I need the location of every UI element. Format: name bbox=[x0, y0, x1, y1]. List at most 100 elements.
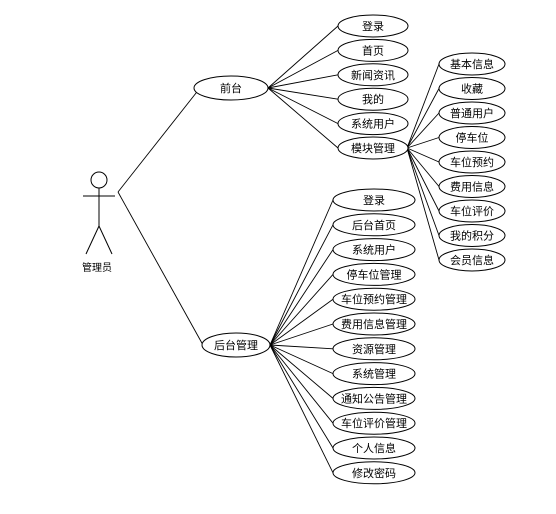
backend-item-node: 费用信息管理 bbox=[332, 312, 416, 336]
frontend-item-edge bbox=[267, 87, 339, 100]
module-item-node: 会员信息 bbox=[438, 248, 506, 272]
module-item-edge bbox=[406, 137, 440, 149]
backend-item-ellipse bbox=[332, 461, 416, 485]
backend-edges bbox=[269, 199, 334, 473]
backend-item-ellipse bbox=[332, 312, 416, 336]
backend-item-node: 登录 bbox=[332, 188, 416, 212]
module-item-label: 我的积分 bbox=[450, 229, 494, 243]
backend-item-edge bbox=[269, 323, 334, 346]
frontend-item-edge bbox=[267, 50, 339, 89]
module-item-node: 基本信息 bbox=[438, 52, 506, 76]
backend-item-ellipse bbox=[332, 262, 416, 286]
module-item-node: 费用信息 bbox=[438, 175, 506, 198]
frontend-item-node: 我的 bbox=[337, 87, 409, 111]
backend-item-ellipse bbox=[332, 213, 416, 237]
module-item-ellipse bbox=[438, 175, 506, 198]
backend-item-label: 个人信息 bbox=[352, 441, 396, 455]
module-item-ellipse bbox=[438, 199, 506, 223]
frontend-edges bbox=[267, 25, 339, 149]
frontend-item-ellipse bbox=[337, 38, 409, 62]
backend-item-label: 系统管理 bbox=[352, 367, 396, 381]
module-item-ellipse bbox=[438, 126, 506, 149]
frontend-item-label: 模块管理 bbox=[351, 141, 395, 155]
edge-actor-backend bbox=[117, 191, 204, 346]
module-item-edge bbox=[406, 88, 440, 149]
backend-item-ellipse bbox=[332, 436, 416, 460]
backend-label: 后台管理 bbox=[214, 338, 258, 352]
backend-item-node: 系统用户 bbox=[332, 238, 416, 262]
module-item-label: 基本信息 bbox=[450, 57, 494, 71]
actor-figure: 管理员 bbox=[82, 171, 115, 274]
backend-item-label: 车位评价管理 bbox=[341, 416, 407, 430]
backend-item-ellipse bbox=[332, 386, 416, 410]
backend-item-label: 系统用户 bbox=[352, 243, 396, 257]
module-item-node: 普通用户 bbox=[438, 101, 506, 125]
module-item-label: 会员信息 bbox=[450, 253, 494, 267]
frontend-item-node: 模块管理 bbox=[337, 136, 409, 160]
backend-item-ellipse bbox=[332, 188, 416, 212]
actor-edges bbox=[117, 87, 204, 346]
module-item-node: 车位评价 bbox=[438, 199, 506, 223]
frontend-item-ellipse bbox=[337, 14, 409, 38]
backend-item-node: 系统管理 bbox=[332, 362, 416, 386]
backend-item-label: 车位预约管理 bbox=[341, 292, 407, 306]
backend-item-edge bbox=[269, 344, 334, 375]
module-item-label: 车位预约 bbox=[450, 155, 494, 169]
backend-item-ellipse bbox=[332, 411, 416, 435]
module-item-node: 我的积分 bbox=[438, 224, 506, 247]
module-item-ellipse bbox=[438, 150, 506, 174]
module-item-edge bbox=[406, 147, 440, 236]
module-item-label: 费用信息 bbox=[450, 180, 494, 194]
module-item-ellipse bbox=[438, 52, 506, 76]
backend-item-label: 资源管理 bbox=[352, 342, 396, 356]
backend-item-label: 修改密码 bbox=[352, 466, 396, 480]
module-item-label: 车位评价 bbox=[450, 204, 494, 218]
backend-item-edge bbox=[269, 249, 334, 346]
module-item-node: 收藏 bbox=[438, 77, 506, 100]
frontend-item-label: 新闻资讯 bbox=[351, 68, 395, 82]
module-item-edge bbox=[406, 112, 440, 149]
backend-item-edge bbox=[269, 199, 334, 346]
module-item-label: 普通用户 bbox=[450, 106, 494, 120]
backend-item-node: 车位预约管理 bbox=[332, 287, 416, 311]
frontend-node: 前台 bbox=[193, 75, 269, 101]
frontend-item-edge bbox=[267, 87, 339, 125]
backend-item-node: 修改密码 bbox=[332, 461, 416, 485]
backend-item-ellipse bbox=[332, 238, 416, 262]
backend-item-node: 通知公告管理 bbox=[332, 386, 416, 410]
module-edges bbox=[406, 63, 440, 261]
module-item-node: 停车位 bbox=[438, 126, 506, 149]
backend-item-edge bbox=[269, 344, 334, 350]
frontend-item-edge bbox=[267, 87, 339, 149]
module-item-ellipse bbox=[438, 224, 506, 247]
module-item-ellipse bbox=[438, 77, 506, 100]
backend-item-node: 个人信息 bbox=[332, 436, 416, 460]
backend-item-label: 费用信息管理 bbox=[341, 317, 407, 331]
backend-item-node: 后台首页 bbox=[332, 213, 416, 237]
module-item-edge bbox=[406, 147, 440, 212]
frontend-item-label: 系统用户 bbox=[351, 117, 395, 131]
module-item-label: 收藏 bbox=[461, 82, 483, 96]
module-item-edge bbox=[406, 147, 440, 187]
backend-item-edge bbox=[269, 224, 334, 346]
module-item-ellipse bbox=[438, 248, 506, 272]
backend-item-node: 车位评价管理 bbox=[332, 411, 416, 435]
module-item-label: 停车位 bbox=[456, 131, 489, 145]
backend-item-node: 资源管理 bbox=[332, 337, 416, 361]
frontend-item-node: 登录 bbox=[337, 14, 409, 38]
module-item-ellipse bbox=[438, 101, 506, 125]
backend-item-edge bbox=[269, 344, 334, 399]
backend-item-ellipse bbox=[332, 287, 416, 311]
frontend-item-label: 我的 bbox=[362, 92, 384, 106]
backend-item-edge bbox=[269, 274, 334, 346]
frontend-item-node: 首页 bbox=[337, 38, 409, 62]
backend-node: 后台管理 bbox=[201, 332, 271, 358]
backend-item-ellipse bbox=[332, 337, 416, 361]
backend-item-ellipse bbox=[332, 362, 416, 386]
module-item-edge bbox=[406, 147, 440, 163]
frontend-item-node: 新闻资讯 bbox=[337, 63, 409, 87]
frontend-item-label: 登录 bbox=[362, 19, 384, 33]
